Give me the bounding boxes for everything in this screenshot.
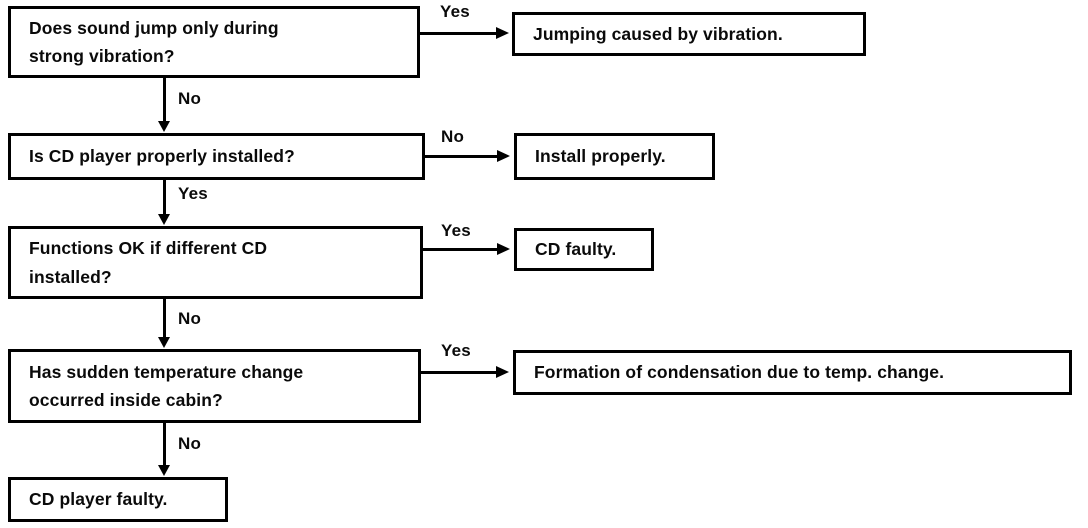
result-box-jumping-caused-by-vibration[interactable]: Jumping caused by vibration. [512, 12, 866, 56]
edge-label-q4-yes: Yes [441, 341, 471, 360]
arrowhead-q4-to-r5 [158, 465, 170, 476]
connector-q1-to-r1 [420, 32, 498, 35]
question-box-label: Is CD player properly installed? [29, 146, 295, 166]
edge-label-q4-no: No [178, 434, 202, 453]
question-box-label: Functions OK if different CD installed? [29, 238, 268, 287]
connector-q3-to-r3 [423, 248, 499, 251]
result-box-formation-of-condensation[interactable]: Formation of condensation due to temp. c… [513, 350, 1072, 395]
result-box-label: Formation of condensation due to temp. c… [534, 362, 945, 382]
arrowhead-q1-to-q2 [158, 121, 170, 132]
result-box-label: CD faulty. [535, 239, 617, 259]
connector-q2-to-r2 [425, 155, 499, 158]
question-box-label: Does sound jump only during strong vibra… [29, 17, 279, 66]
connector-q2-to-q3 [163, 180, 166, 216]
arrowhead-q3-to-q4 [158, 337, 170, 348]
edge-label-q1-yes: Yes [440, 2, 470, 21]
arrowhead-q1-to-r1 [496, 27, 509, 39]
arrowhead-q4-to-r4 [496, 366, 509, 378]
result-box-label: Jumping caused by vibration. [533, 23, 783, 44]
question-box-sound-jump-vibration[interactable]: Does sound jump only during strong vibra… [8, 6, 420, 78]
question-box-label: Has sudden temperature change occurred i… [29, 361, 304, 410]
connector-q4-to-r4 [421, 371, 498, 374]
question-box-sudden-temperature-change[interactable]: Has sudden temperature change occurred i… [8, 349, 421, 423]
edge-label-q3-no: No [178, 309, 202, 328]
result-box-label: CD player faulty. [29, 489, 168, 509]
connector-q3-to-q4 [163, 299, 166, 339]
arrowhead-q2-to-q3 [158, 214, 170, 225]
question-box-functions-ok-different-cd[interactable]: Functions OK if different CD installed? [8, 226, 423, 299]
question-box-cd-player-installed[interactable]: Is CD player properly installed? [8, 133, 425, 180]
result-box-install-properly[interactable]: Install properly. [514, 133, 715, 180]
edge-label-q1-no: No [178, 89, 202, 108]
result-box-cd-faulty[interactable]: CD faulty. [514, 228, 654, 271]
edge-label-q3-yes: Yes [441, 221, 471, 240]
connector-q1-to-q2 [163, 78, 166, 122]
result-box-cd-player-faulty[interactable]: CD player faulty. [8, 477, 228, 522]
result-box-label: Install properly. [535, 146, 666, 166]
edge-label-q2-yes: Yes [178, 184, 208, 203]
arrowhead-q2-to-r2 [497, 150, 510, 162]
arrowhead-q3-to-r3 [497, 243, 510, 255]
connector-q4-to-r5 [163, 423, 166, 467]
edge-label-q2-no: No [441, 127, 465, 146]
